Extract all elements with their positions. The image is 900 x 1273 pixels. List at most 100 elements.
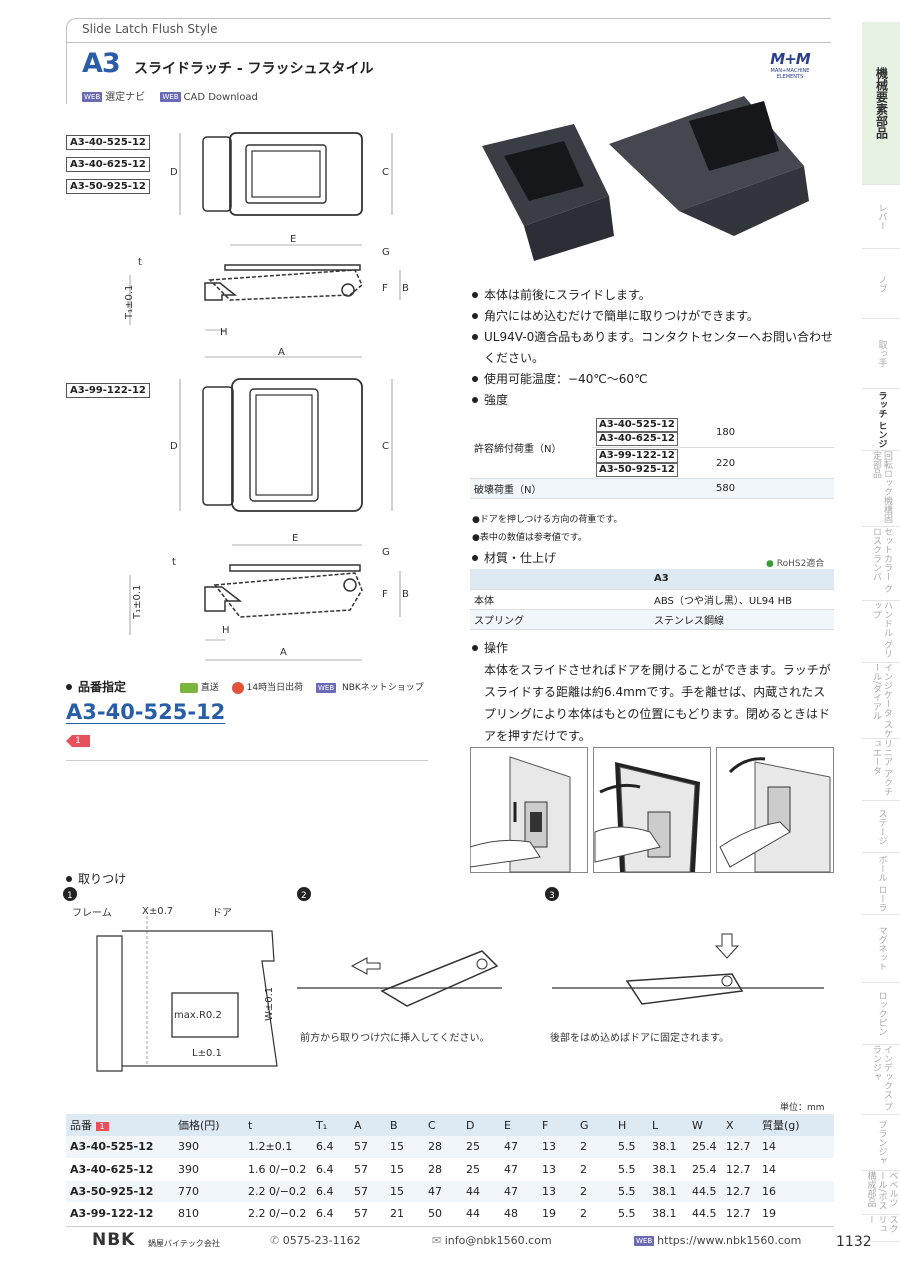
part-label-list-2: A3-99-122-12 [66,378,150,398]
svg-text:B: B [402,283,409,294]
features-list: 本体は前後にスライドします。 角穴にはめ込むだけで簡単に取りつけができます。 U… [472,285,834,411]
operation-illustrations [470,747,834,873]
sidebar-item-screw[interactable]: スクリュー [862,1215,900,1242]
ordering-example: A3-40-525-12 [66,700,226,724]
svg-text:1: 1 [67,891,73,901]
feature-item: UL94V-0適合品もあります。コンタクトセンターへお問い合わせください。 [472,327,834,369]
svg-text:3: 3 [549,891,555,901]
strength-value: 180 [712,417,834,448]
feature-item: 角穴にはめ込むだけで簡単に取りつけができます。 [472,306,834,327]
sidebar-item-ball-roller[interactable]: ボール ローラ [862,853,900,915]
web-badge: WEB [315,682,337,693]
ordering-heading: 品番指定 [66,677,126,698]
svg-text:C: C [382,167,389,178]
clock-icon [231,681,244,694]
logo-subtext: MAN+MACHINE ELEMENTS [770,68,810,80]
strength-value: 220 [712,447,834,479]
svg-text:E: E [292,533,298,544]
footer-rule [66,1226,834,1227]
product-code: A3 [82,48,121,79]
strength-value: 580 [712,478,834,499]
feature-item: 使用可能温度：−40℃〜60℃ [472,369,834,390]
step-marker [63,887,77,901]
sidebar-item-set-collar[interactable]: セットカラー クロスクランパ [862,527,900,601]
svg-text:ドア: ドア [212,908,232,919]
japanese-title: スライドラッチ - フラッシュスタイル [134,61,374,77]
sidebar-item-machine-elements[interactable]: 機械要素部品 [862,22,900,185]
part-label: A3-40-525-12 [66,135,150,150]
header-rule [66,42,831,43]
svg-text:t: t [138,257,142,268]
english-title: Slide Latch Flush Style [82,22,218,36]
footer-phone[interactable]: ✆ 0575-23-1162 [270,1234,361,1247]
operation-step-3 [716,747,834,873]
sidebar-item-lever[interactable]: レバー [862,185,900,249]
note: ●ドアを押しつける方向の荷重です。 [472,515,623,525]
spec-table: 品番 1 価格(円) t T₁ A B C D E F G H L W X 質量… [66,1114,834,1225]
phone-icon: ✆ [270,1234,280,1247]
sidebar-item-linear-actuator[interactable]: リニア アクチュエータ [862,739,900,801]
strength-label: 許容締付荷重（N） [470,417,592,479]
svg-text:フレーム: フレーム [72,907,112,919]
sidebar-item-stage[interactable]: ステージ [862,801,900,853]
web-badge: WEB [160,92,181,102]
sidebar-item-plunger[interactable]: プランジャ [862,1115,900,1171]
svg-text:後部をはめ込めばドアに固定されます。: 後部をはめ込めばドアに固定されます。 [550,1031,729,1044]
svg-text:E: E [290,234,296,245]
mounting-diagrams: 1 フレーム X±0.7 ドア max.R0.2 L±0.1 W±0.1 2 前… [63,887,824,1072]
part-label: A3-40-625-12 [66,157,150,172]
web-badge: WEB [82,92,103,102]
ordering-rule [66,760,428,761]
svg-text:2: 2 [301,891,307,901]
operation-step-2 [593,747,711,873]
sidebar-item-knob[interactable]: ノブ [862,249,900,319]
svg-text:前方から取りつけ穴に挿入してください。: 前方から取りつけ穴に挿入してください。 [300,1031,490,1044]
svg-text:W±0.1: W±0.1 [264,987,275,1021]
latch-photo-large [609,96,809,236]
sidebar-item-bevel-tool[interactable]: ベベルツール/ボス構成部品 [862,1171,900,1215]
material-heading: 材質・仕上げ [472,548,556,569]
delivery-icons: 直送 14時当日出荷 WEB NBKネットショップ [180,680,424,694]
sidebar-item-index-plunger[interactable]: インデックス プランジャ [862,1045,900,1115]
sidebar-item-magnet[interactable]: マグネット [862,915,900,983]
svg-text:A: A [278,347,285,358]
sidebar-item-rotation-lock[interactable]: 回転ロック機構固定部品 [862,451,900,527]
svg-text:X±0.7: X±0.7 [142,906,173,917]
part-label-list-1: A3-40-525-12 A3-40-625-12 A3-50-925-12 [66,130,150,194]
svg-text:F: F [382,589,388,600]
sidebar-item-indicator[interactable]: インジケータ スケール/ダイアル [862,663,900,739]
rohs-badge: ● RoHS2適合 [766,559,825,569]
mail-icon: ✉ [432,1234,442,1247]
operation-text: 本体をスライドさせればドアを開けることができます。ラッチがスライドする距離は約6… [484,663,831,743]
sidebar-item-latch-hinge[interactable]: ラッチ ヒンジ [862,389,900,451]
brand-logo: M+M MAN+MACHINE ELEMENTS [760,50,820,80]
sidebar-item-handle-grip[interactable]: ハンドル グリップ [862,601,900,663]
svg-text:B: B [402,589,409,600]
table-header-row: 品番 1 価格(円) t T₁ A B C D E F G H L W X 質量… [66,1114,834,1136]
step-marker [297,887,311,901]
svg-text:t: t [172,557,176,568]
operation-step-1 [470,747,588,873]
unit-label: 単位：mm [780,1103,825,1113]
latch-photo-small [482,124,614,261]
svg-text:D: D [170,167,178,178]
svg-text:T₁±0.1: T₁±0.1 [132,585,143,620]
part-label: A3-50-925-12 [66,179,150,194]
footer-company: 鍋屋バイテック会社 [148,1239,220,1248]
category-sidebar: 機械要素部品 レバー ノブ 取っ手 ラッチ ヒンジ 回転ロック機構固定部品 セッ… [862,22,900,1242]
footer-email[interactable]: ✉ info@nbk1560.com [432,1234,552,1247]
sidebar-item-lock-pin[interactable]: ロックピン [862,983,900,1045]
svg-text:L±0.1: L±0.1 [192,1048,222,1059]
footer-brand: NBK [92,1230,136,1250]
sidebar-item-handle[interactable]: 取っ手 [862,319,900,389]
part-label: A3-99-122-12 [66,383,150,398]
